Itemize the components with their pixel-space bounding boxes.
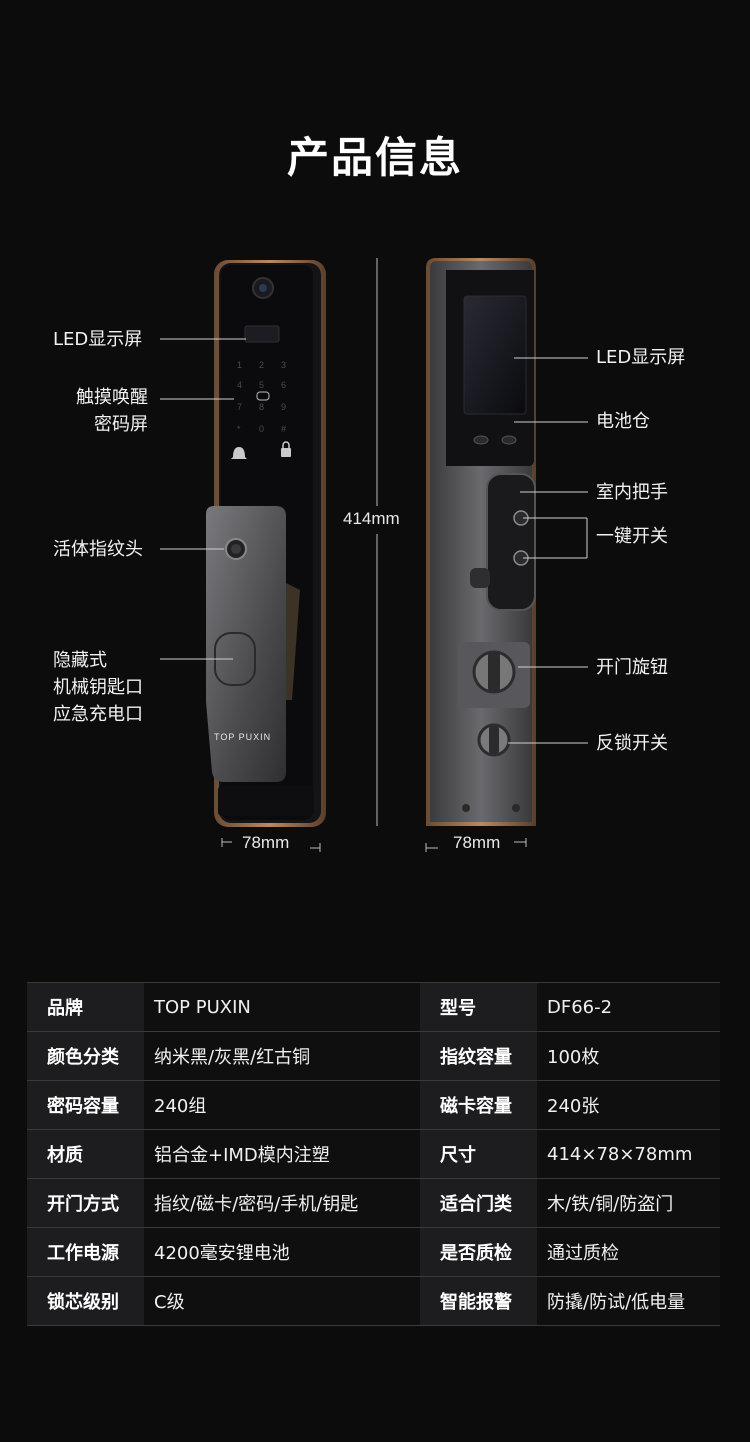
spec-value: 纳米黑/灰黑/红古铜	[144, 1032, 420, 1080]
spec-value: DF66-2	[537, 983, 720, 1031]
spec-key: 适合门类	[420, 1179, 537, 1227]
spec-key: 磁卡容量	[420, 1081, 537, 1129]
spec-value: 铝合金+IMD模内注塑	[144, 1130, 420, 1178]
back-lock	[426, 258, 536, 826]
spec-value: 通过质检	[537, 1228, 720, 1276]
svg-text:6: 6	[281, 380, 286, 390]
spec-key: 是否质检	[420, 1228, 537, 1276]
product-illustration: 1 2 3 4 5 6 7 8 9 * 0 # TOP PUXIN	[160, 258, 588, 852]
label-touch-wake: 触摸唤醒 密码屏	[53, 384, 148, 438]
label-knob: 开门旋钮	[596, 657, 668, 678]
spec-key: 颜色分类	[27, 1032, 144, 1080]
table-row: 颜色分类 纳米黑/灰黑/红古铜 指纹容量 100枚	[27, 1032, 720, 1081]
label-back-led: LED显示屏	[596, 347, 686, 368]
spec-key: 智能报警	[420, 1277, 537, 1325]
label-hidden-line1: 隐藏式	[53, 650, 107, 671]
svg-text:*: *	[237, 424, 241, 434]
spec-key: 材质	[27, 1130, 144, 1178]
label-hidden-line2: 机械钥匙口	[53, 677, 143, 698]
page-title: 产品信息	[286, 133, 463, 182]
padlock-icon	[281, 448, 291, 457]
table-row: 工作电源 4200毫安锂电池 是否质检 通过质检	[27, 1228, 720, 1277]
spec-value: 指纹/磁卡/密码/手机/钥匙	[144, 1179, 420, 1227]
spec-key: 锁芯级别	[27, 1277, 144, 1325]
dimension-width-back: 78mm	[453, 833, 501, 852]
label-front-led: LED显示屏	[53, 329, 143, 350]
front-led-display	[244, 325, 280, 343]
table-row: 品牌 TOP PUXIN 型号 DF66-2	[27, 983, 720, 1032]
spec-value: 240组	[144, 1081, 420, 1129]
label-anti-lock: 反锁开关	[596, 733, 668, 754]
label-touch-line2: 密码屏	[94, 414, 148, 435]
svg-text:4: 4	[237, 380, 242, 390]
spec-table: 品牌 TOP PUXIN 型号 DF66-2 颜色分类 纳米黑/灰黑/红古铜 指…	[27, 982, 720, 1326]
spec-value: 防撬/防试/低电量	[537, 1277, 720, 1325]
indoor-handle	[486, 473, 536, 611]
spec-key: 密码容量	[27, 1081, 144, 1129]
table-row: 锁芯级别 C级 智能报警 防撬/防试/低电量	[27, 1277, 720, 1326]
bell-icon	[231, 447, 247, 459]
label-hidden-line3: 应急充电口	[53, 704, 143, 725]
spec-key: 尺寸	[420, 1130, 537, 1178]
svg-text:3: 3	[281, 360, 286, 370]
label-one-key: 一键开关	[596, 526, 668, 547]
label-touch-line1: 触摸唤醒	[76, 387, 148, 408]
dimension-width-front: 78mm	[242, 833, 290, 852]
back-led-screen	[463, 295, 527, 415]
table-row: 材质 铝合金+IMD模内注塑 尺寸 414×78×78mm	[27, 1130, 720, 1179]
svg-text:7: 7	[237, 402, 242, 412]
spec-value: 4200毫安锂电池	[144, 1228, 420, 1276]
spec-key: 工作电源	[27, 1228, 144, 1276]
label-battery: 电池仓	[596, 411, 650, 432]
svg-text:2: 2	[259, 360, 264, 370]
spec-value: TOP PUXIN	[144, 983, 420, 1031]
spec-value: 100枚	[537, 1032, 720, 1080]
svg-text:#: #	[281, 424, 286, 434]
svg-text:1: 1	[237, 360, 242, 370]
spec-key: 开门方式	[27, 1179, 144, 1227]
svg-text:9: 9	[281, 402, 286, 412]
spec-key: 指纹容量	[420, 1032, 537, 1080]
table-row: 密码容量 240组 磁卡容量 240张	[27, 1081, 720, 1130]
spec-key: 品牌	[27, 983, 144, 1031]
table-row: 开门方式 指纹/磁卡/密码/手机/钥匙 适合门类 木/铁/铜/防盗门	[27, 1179, 720, 1228]
front-lock: 1 2 3 4 5 6 7 8 9 * 0 # TOP PUXIN	[206, 260, 326, 827]
svg-text:8: 8	[259, 402, 264, 412]
svg-text:0: 0	[259, 424, 264, 434]
svg-text:5: 5	[259, 380, 264, 390]
label-fingerprint: 活体指纹头	[53, 539, 143, 560]
label-hidden-key: 隐藏式 机械钥匙口 应急充电口	[53, 647, 143, 728]
spec-value: 240张	[537, 1081, 720, 1129]
dimension-height: 414mm	[343, 509, 400, 528]
spec-value: 木/铁/铜/防盗门	[537, 1179, 720, 1227]
label-indoor-handle: 室内把手	[596, 482, 668, 503]
spec-value: C级	[144, 1277, 420, 1325]
spec-value: 414×78×78mm	[537, 1130, 720, 1178]
spec-key: 型号	[420, 983, 537, 1031]
brand-mark: TOP PUXIN	[214, 732, 271, 742]
front-handle	[206, 506, 286, 782]
